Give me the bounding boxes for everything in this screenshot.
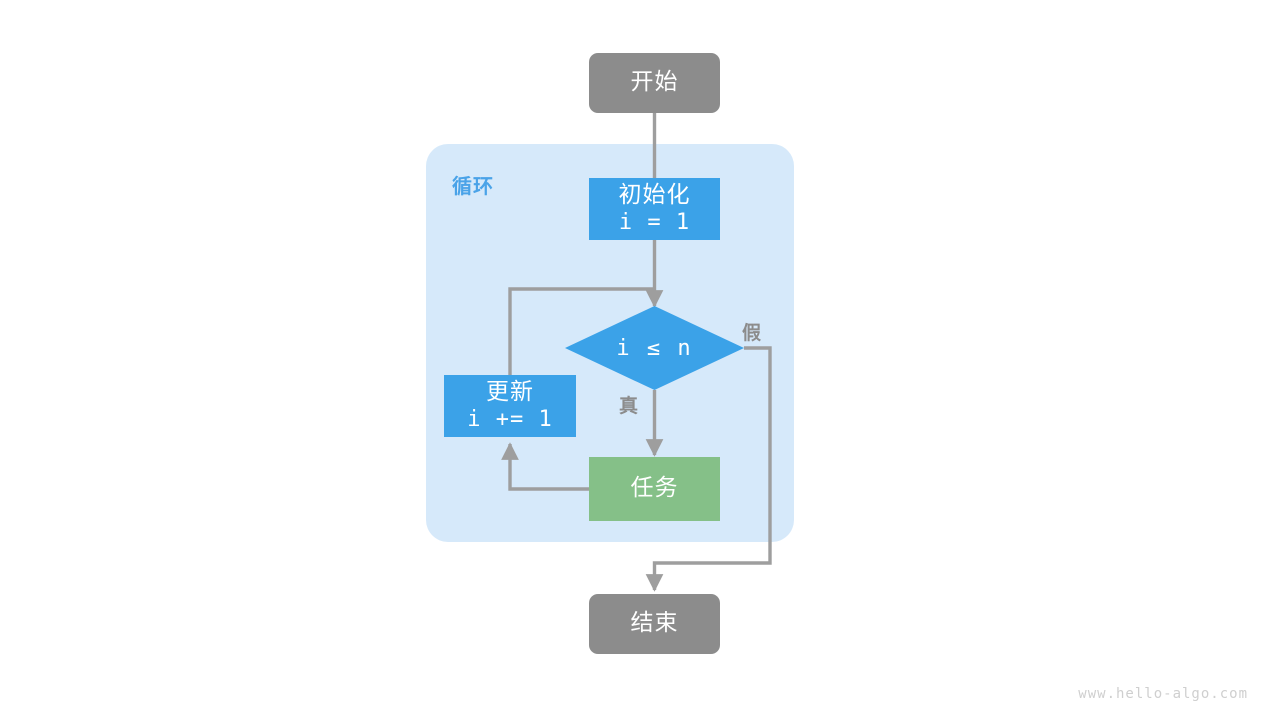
edge-label-false: 假 — [742, 322, 762, 344]
node-end-label: 结束 — [630, 610, 679, 637]
node-update-label: 更新 — [486, 379, 534, 406]
node-update[interactable]: 更新 i += 1 — [444, 375, 576, 437]
node-update-expression: i += 1 — [467, 406, 553, 432]
node-condition[interactable]: i ≤ n — [565, 306, 744, 390]
node-task-label: 任务 — [630, 475, 679, 502]
node-condition-label: i ≤ n — [616, 335, 693, 361]
loop-container-label: 循环 — [452, 174, 494, 198]
diamond-shape — [565, 306, 744, 390]
node-initialize-expression: i = 1 — [618, 209, 691, 235]
node-task[interactable]: 任务 — [589, 457, 720, 521]
node-initialize-label: 初始化 — [618, 182, 691, 209]
watermark: www.hello-algo.com — [1078, 686, 1248, 702]
node-start-label: 开始 — [630, 69, 679, 96]
node-end[interactable]: 结束 — [589, 594, 720, 654]
edge-label-true: 真 — [619, 395, 639, 417]
node-start[interactable]: 开始 — [589, 53, 720, 113]
node-initialize[interactable]: 初始化 i = 1 — [589, 178, 720, 240]
